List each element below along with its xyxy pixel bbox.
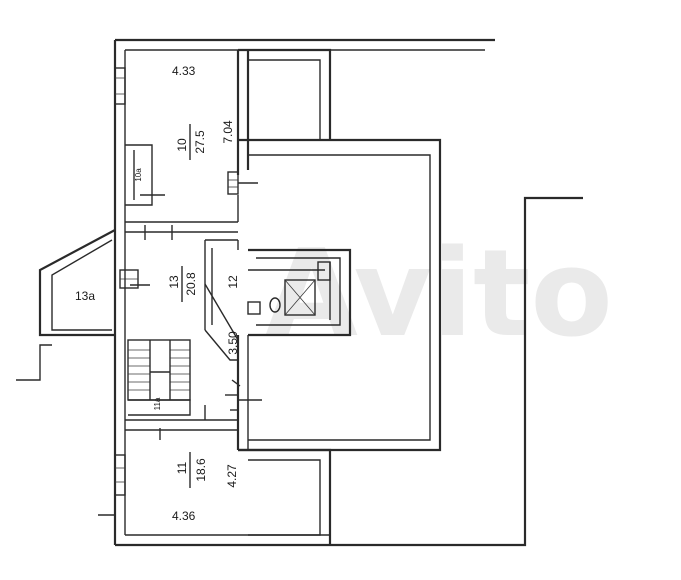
radiator-marks: [130, 171, 262, 440]
room-13-number: 13: [167, 275, 181, 289]
room-10-number: 10: [175, 138, 189, 152]
room-13a-walls: [38, 229, 116, 337]
room-13-length: 3.50: [226, 331, 240, 355]
room-10-width: 4.33: [172, 64, 196, 78]
room-11-width: 4.36: [172, 509, 196, 523]
room-13-walls: [124, 232, 249, 450]
room-13-area: 20.8: [184, 272, 198, 296]
room-11a-label: 11a: [153, 397, 162, 410]
room-13a-label: 13a: [75, 289, 95, 303]
room-10-length: 7.04: [221, 120, 235, 144]
room-11-area: 18.6: [194, 458, 208, 482]
bathroom: [247, 248, 352, 337]
room-11-walls: [125, 394, 238, 431]
room-upper-right: [238, 48, 332, 141]
room-13-width: 12: [226, 275, 240, 289]
staircase: [127, 339, 191, 401]
windows-left: [114, 67, 139, 496]
room-10a-label: 10a: [134, 168, 143, 182]
watermark-logo: Avito: [265, 225, 613, 364]
room-11-number: 11: [175, 461, 189, 474]
central-void: [238, 138, 442, 452]
room-10-walls: [125, 50, 250, 233]
room-11-length: 4.27: [225, 464, 239, 488]
room-lower-right: [238, 448, 332, 545]
room-10-area: 27.5: [193, 130, 207, 154]
